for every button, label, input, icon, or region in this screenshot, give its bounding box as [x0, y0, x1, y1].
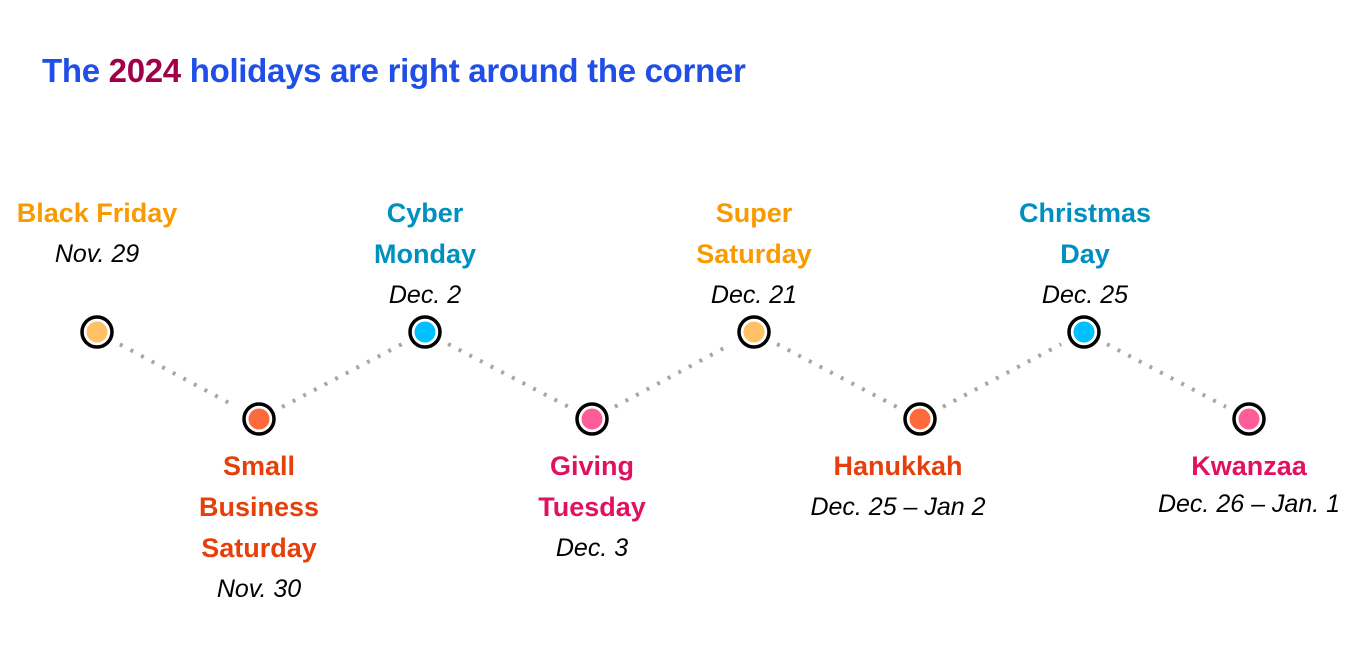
connector-segment: [776, 342, 898, 409]
event-cyber-monday: Cyber Monday Dec. 2: [350, 193, 500, 315]
timeline-dot: [743, 321, 765, 343]
event-name: Hanukkah: [833, 451, 963, 481]
event-super-saturday: Super Saturday Dec. 21: [674, 193, 834, 315]
connector-lines: [118, 342, 1227, 409]
event-name: Small Business Saturday: [198, 451, 320, 563]
event-name: Kwanzaa: [1191, 451, 1307, 481]
event-date: Dec. 21: [710, 281, 798, 309]
title-year: 2024: [108, 52, 182, 89]
event-date: Dec. 25 – Jan 2: [810, 493, 986, 521]
timeline-dot: [581, 408, 603, 430]
event-kwanzaa: Kwanzaa Dec. 26 – Jan. 1: [1154, 446, 1344, 522]
timeline-dot: [1073, 321, 1095, 343]
event-name: Christmas Day: [1018, 198, 1152, 269]
event-date: Dec. 26 – Jan. 1: [1157, 490, 1341, 518]
timeline-dot: [248, 408, 270, 430]
connector-segment: [281, 342, 403, 409]
timeline-dot: [909, 408, 931, 430]
event-date: Dec. 25: [1041, 281, 1129, 309]
event-small-business-saturday: Small Business Saturday Nov. 30: [174, 446, 344, 609]
event-christmas-day: Christmas Day Dec. 25: [1000, 193, 1170, 315]
event-date: Dec. 3: [555, 534, 629, 562]
timeline-dot: [414, 321, 436, 343]
timeline-dots: [80, 315, 1266, 436]
event-name: Super Saturday: [696, 198, 812, 269]
event-date: Nov. 29: [54, 240, 140, 268]
event-name: Giving Tuesday: [538, 451, 646, 522]
page-title: The 2024 holidays are right around the c…: [42, 52, 746, 90]
title-prefix: The: [42, 52, 109, 89]
event-date: Dec. 2: [388, 281, 462, 309]
event-giving-tuesday: Giving Tuesday Dec. 3: [517, 446, 667, 568]
event-black-friday: Black Friday Nov. 29: [0, 193, 227, 274]
connector-segment: [613, 342, 733, 409]
event-name: Black Friday: [16, 198, 178, 228]
timeline-dot: [1238, 408, 1260, 430]
connector-segment: [942, 342, 1062, 409]
event-date: Nov. 30: [216, 575, 302, 603]
event-hanukkah: Hanukkah Dec. 25 – Jan 2: [768, 446, 1028, 527]
connector-segment: [118, 342, 238, 409]
title-suffix: holidays are right around the corner: [180, 52, 746, 89]
timeline-dot: [86, 321, 108, 343]
connector-segment: [447, 342, 570, 409]
event-name: Cyber Monday: [373, 198, 476, 269]
connector-segment: [1106, 342, 1227, 409]
